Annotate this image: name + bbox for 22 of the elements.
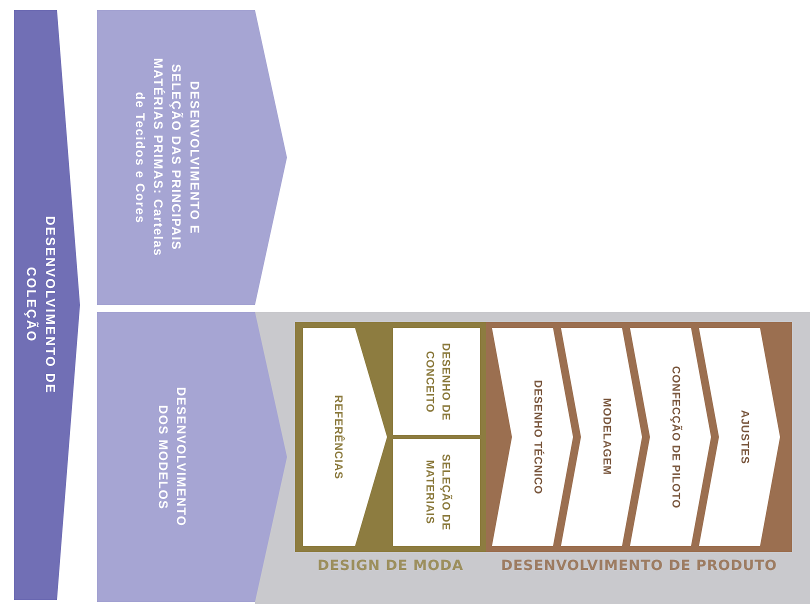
step-label: REFERÊNCIAS bbox=[330, 394, 345, 480]
step-label: AJUSTES bbox=[737, 410, 752, 464]
step-label: DESENVOLVIMENTO DOS MODELOS bbox=[155, 386, 190, 529]
step-label: MODELAGEM bbox=[599, 398, 614, 476]
process-step bbox=[14, 10, 80, 600]
step-label: DESENVOLVIMENTO DE COLEÇÃO bbox=[23, 214, 59, 396]
process-step bbox=[630, 328, 711, 546]
step-panel bbox=[393, 328, 480, 435]
process-step bbox=[699, 328, 780, 546]
step-label: SELEÇÃO DE MATERIAIS bbox=[422, 453, 452, 533]
stage-heading: DESENVOLVIMENTO DE PRODUTO bbox=[500, 558, 778, 574]
step-label: DESENVOLVIMENTO E SELEÇÃO DAS PRINCIPAIS MATÉRIAS PRIMAS: Cartelas de Tecidos e Cores bbox=[132, 57, 202, 259]
process-step bbox=[97, 312, 287, 602]
step-label: CONFECÇÃO DE PILOTO bbox=[668, 366, 682, 508]
process-step bbox=[492, 328, 573, 546]
process-step bbox=[303, 328, 387, 546]
process-step bbox=[97, 10, 287, 305]
process-step bbox=[561, 328, 642, 546]
step-label: DESENHO DE CONCEITO bbox=[422, 342, 452, 422]
stage-heading: DESIGN DE MODA bbox=[316, 558, 464, 574]
step-panel bbox=[393, 439, 480, 546]
step-label: DESENHO TÉCNICO bbox=[530, 380, 544, 494]
